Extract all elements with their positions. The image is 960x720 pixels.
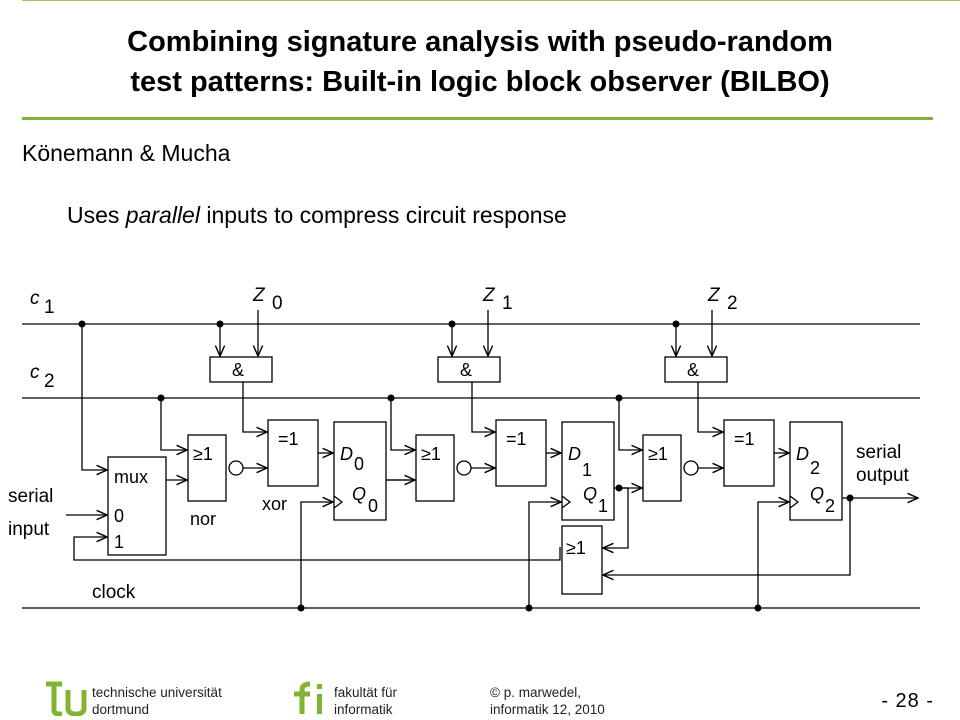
bullet-post: inputs to compress circuit response xyxy=(199,202,567,228)
serial-output-label-2: output xyxy=(856,465,910,486)
university-line-2: dortmund xyxy=(92,702,150,717)
ff-0-q: Q xyxy=(352,484,366,504)
ff-1-d-sub: 1 xyxy=(582,460,592,480)
top-rule xyxy=(22,0,960,1)
nor-label: nor xyxy=(190,509,216,529)
ff-1-q: Q xyxy=(583,484,597,504)
z1-label: Z xyxy=(482,285,496,306)
ff-1-q-sub: 1 xyxy=(598,496,608,516)
university-name: technische universität dortmund xyxy=(92,684,222,718)
slide-title: Combining signature analysis with pseudo… xyxy=(0,22,960,102)
nor-1-bubble xyxy=(456,460,472,476)
nor-gate-2 xyxy=(642,434,682,502)
xor-2-symbol: =1 xyxy=(734,429,755,449)
flipflop-2 xyxy=(789,421,843,521)
copyright-line-1: © p. marwedel, xyxy=(490,685,581,700)
nor-1-symbol: ≥1 xyxy=(421,444,441,464)
xor-label: xor xyxy=(262,494,287,514)
and-1-symbol: & xyxy=(460,360,472,380)
c1-label: c xyxy=(30,288,40,309)
c1-sub: 1 xyxy=(44,297,55,318)
serial-output-label-1: serial xyxy=(856,442,901,463)
copyright-line-2: informatik 12, 2010 xyxy=(490,702,605,717)
and-0-symbol: & xyxy=(232,360,244,380)
fi-logo-icon xyxy=(294,681,322,714)
mux-block xyxy=(107,456,167,556)
tu-logo-icon xyxy=(46,681,87,716)
nor-gate-1 xyxy=(415,434,455,502)
z2-sub: 2 xyxy=(727,293,738,314)
flipflop-1 xyxy=(561,421,615,521)
z0-sub: 0 xyxy=(272,293,283,314)
title-line-1: Combining signature analysis with pseudo… xyxy=(127,26,833,58)
ff-0-clock-notch xyxy=(333,495,344,509)
flipflop-0 xyxy=(333,421,387,521)
faculty-line-1: fakultät für xyxy=(334,685,398,700)
mux-label: mux xyxy=(114,467,148,487)
ff-2-q: Q xyxy=(810,484,824,504)
feedback-or-symbol: ≥1 xyxy=(566,538,586,558)
title-line-2: test patterns: Built-in logic block obse… xyxy=(130,66,830,98)
z1-sub: 1 xyxy=(502,293,513,314)
and-2-symbol: & xyxy=(687,360,699,380)
nor-0-bubble xyxy=(228,460,244,476)
serial-input-label-1: serial xyxy=(8,486,53,507)
ff-1-clock-notch xyxy=(561,495,572,509)
title-underline xyxy=(22,117,933,120)
page-number: - 28 - xyxy=(881,690,934,712)
clock-label: clock xyxy=(92,582,136,603)
ff-2-clock-notch xyxy=(789,495,800,509)
mux-input-0: 0 xyxy=(114,506,124,526)
xor-0-symbol: =1 xyxy=(278,429,299,449)
mux-input-1: 1 xyxy=(114,532,124,552)
nor-0-symbol: ≥1 xyxy=(193,444,213,464)
ff-2-q-sub: 2 xyxy=(825,496,835,516)
c2-label: c xyxy=(30,362,40,383)
university-line-1: technische universität xyxy=(92,685,222,700)
subtitle-authors: Könemann & Mucha xyxy=(22,140,231,166)
serial-input-label-2: input xyxy=(8,519,50,540)
xor-1-symbol: =1 xyxy=(506,429,527,449)
copyright: © p. marwedel, informatik 12, 2010 xyxy=(490,684,605,718)
bullet-pre: Uses xyxy=(67,202,126,228)
and-gate-2 xyxy=(664,356,728,383)
bullet-emphasis: parallel xyxy=(125,202,200,228)
feedback-or-gate xyxy=(561,525,603,595)
and-gate-1 xyxy=(437,356,501,383)
faculty-name: fakultät für informatik xyxy=(334,684,397,718)
ff-0-q-sub: 0 xyxy=(368,496,378,516)
z2-label: Z xyxy=(707,285,721,306)
ff-2-d-sub: 2 xyxy=(810,458,820,478)
z0-label: Z xyxy=(252,285,266,306)
ff-0-d: D xyxy=(340,444,353,464)
bullet-text: Uses parallel inputs to compress circuit… xyxy=(67,202,567,229)
ff-1-d: D xyxy=(568,444,581,464)
ff-0-d-sub: 0 xyxy=(354,454,364,474)
nor-gate-0 xyxy=(187,434,227,502)
faculty-line-2: informatik xyxy=(334,702,393,717)
c2-sub: 2 xyxy=(44,371,55,392)
and-gate-0 xyxy=(209,356,273,383)
ff-2-d: D xyxy=(796,444,809,464)
nor-2-symbol: ≥1 xyxy=(648,444,668,464)
nor-2-bubble xyxy=(683,460,699,476)
